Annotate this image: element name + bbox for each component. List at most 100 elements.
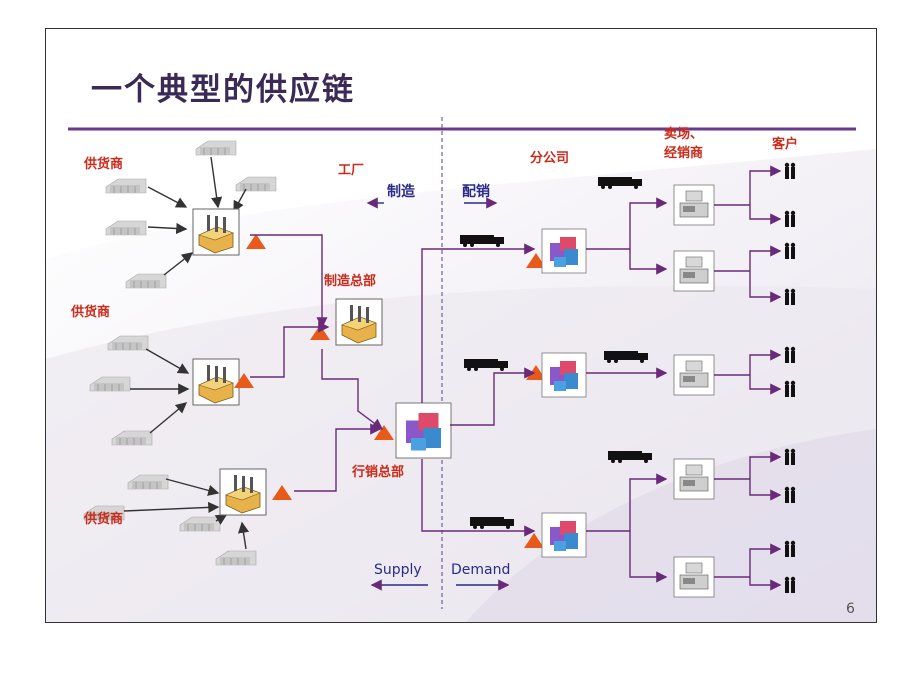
flow-connector <box>629 249 668 275</box>
flow-connector <box>586 197 668 250</box>
branch-icon <box>541 228 587 274</box>
customer-icon-head <box>784 162 790 168</box>
truck-icon-wheel <box>601 185 605 189</box>
customer-icon <box>784 162 796 179</box>
factory-icon <box>192 208 240 256</box>
customer-icon-head <box>784 380 790 386</box>
customer-icon <box>784 540 796 557</box>
factory-icon <box>192 358 240 406</box>
retailer-register-icon <box>673 458 715 500</box>
warehouse-icon <box>215 550 257 566</box>
flow-demand: Demand <box>451 562 511 578</box>
supplier-arrow <box>149 402 188 434</box>
supplier-arrow <box>123 501 220 514</box>
customer-icon-body <box>785 385 789 397</box>
warehouse-icon-front <box>240 183 270 191</box>
warehouse-icon <box>105 220 147 236</box>
customer-icon-head <box>790 380 796 386</box>
warehouse-icon <box>125 273 167 289</box>
truck-icon-wheel <box>474 367 478 371</box>
factory-icon-chimney <box>207 215 210 231</box>
truck-icon <box>604 351 648 363</box>
label-factory: 工厂 <box>338 163 365 178</box>
warehouse-icon <box>111 430 153 446</box>
truck-icon <box>608 451 652 463</box>
truck-icon <box>470 517 514 529</box>
truck-icon-trailer <box>464 359 498 368</box>
customer-icon-body <box>791 293 795 305</box>
customer-icon-head <box>784 540 790 546</box>
flow-connector <box>421 459 536 537</box>
customer-icon-body <box>785 491 789 503</box>
customer-icon-body <box>785 167 789 179</box>
customer-icon-head <box>790 242 796 248</box>
truck-icon-wheel <box>607 359 611 363</box>
label-retailer-1: 卖场、 <box>664 127 704 142</box>
truck-icon-wheel <box>640 359 644 363</box>
truck-icon-wheel <box>470 243 474 247</box>
truck-icon-wheel <box>614 359 618 363</box>
truck-icon <box>598 177 642 189</box>
truck-icon-wheel <box>467 367 471 371</box>
manufacturing-hq-icon <box>335 298 383 346</box>
customer-icon-head <box>790 486 796 492</box>
label-retailer-2: 经销商 <box>664 146 704 161</box>
flow-distribute: 配销 <box>462 184 490 200</box>
customer-icon-body <box>791 581 795 593</box>
retailer-register-icon-screen <box>685 464 703 476</box>
triangle-icon <box>246 234 266 249</box>
truck-icon-wheel <box>618 459 622 463</box>
factory-icon-chimney <box>207 365 210 381</box>
retailer-register-icon-keys <box>683 578 695 584</box>
customer-icon-body <box>791 247 795 259</box>
warehouse-icon-front <box>94 383 124 391</box>
flow-connector <box>749 543 782 577</box>
manufacturing-hq-icon-chimney <box>350 305 353 321</box>
retailer-register-icon-screen <box>685 190 703 202</box>
customer-icon-body <box>791 167 795 179</box>
flow-connector <box>294 423 382 492</box>
label-marketing-hq: 行销总部 <box>352 465 405 480</box>
manufacturing-hq-icon-chimney <box>366 307 369 323</box>
warehouse-icon-front <box>110 227 140 235</box>
triangle-icon <box>526 253 546 268</box>
retailer-register-icon-keys <box>683 272 695 278</box>
factory-icon-chimney <box>242 476 245 492</box>
truck-icon-cab <box>642 453 652 460</box>
branch-icon-block-lightblue <box>554 257 566 267</box>
customer-icon <box>784 210 796 227</box>
slide: 一个典型的供应链 供货商 供货商 供货商 工厂 制造总部 行销总部 分公司 卖场… <box>45 28 877 623</box>
flow-connector <box>450 367 536 426</box>
truck-icon-wheel <box>608 185 612 189</box>
branch-icon-block-blue <box>564 249 578 265</box>
branch-icon-block-lightblue <box>554 541 566 551</box>
customer-icon <box>784 288 796 305</box>
retailer-register-icon-keys <box>683 206 695 212</box>
triangle-icon <box>272 485 292 500</box>
warehouse-icon-front <box>116 437 146 445</box>
label-branch: 分公司 <box>530 151 570 166</box>
warehouse-icon-front <box>200 147 230 155</box>
flow-supply: Supply <box>374 562 422 578</box>
label-manufacturing-hq: 制造总部 <box>324 274 377 289</box>
customer-icon-head <box>790 210 796 216</box>
branch-icon-block-lightblue <box>554 381 566 391</box>
warehouse-icon-front <box>88 512 118 520</box>
branch-icon <box>541 352 587 398</box>
flow-connector <box>749 271 782 303</box>
branch-icon-block-red <box>560 361 576 375</box>
flow-connector <box>749 375 782 395</box>
label-customer: 客户 <box>772 137 799 152</box>
header-deco <box>634 57 734 95</box>
truck-icon-cab <box>632 179 642 186</box>
supplier-arrow <box>145 348 190 374</box>
truck-icon-wheel <box>463 243 467 247</box>
branch-icon-block-red <box>560 521 576 535</box>
supplier-arrow <box>210 156 223 209</box>
flow-connector <box>629 531 668 583</box>
truck-icon-wheel <box>473 525 477 529</box>
label-supplier-2: 供货商 <box>71 305 111 320</box>
warehouse-icon <box>89 376 131 392</box>
customer-icon-body <box>791 385 795 397</box>
factory-icon-chimney <box>223 217 226 233</box>
